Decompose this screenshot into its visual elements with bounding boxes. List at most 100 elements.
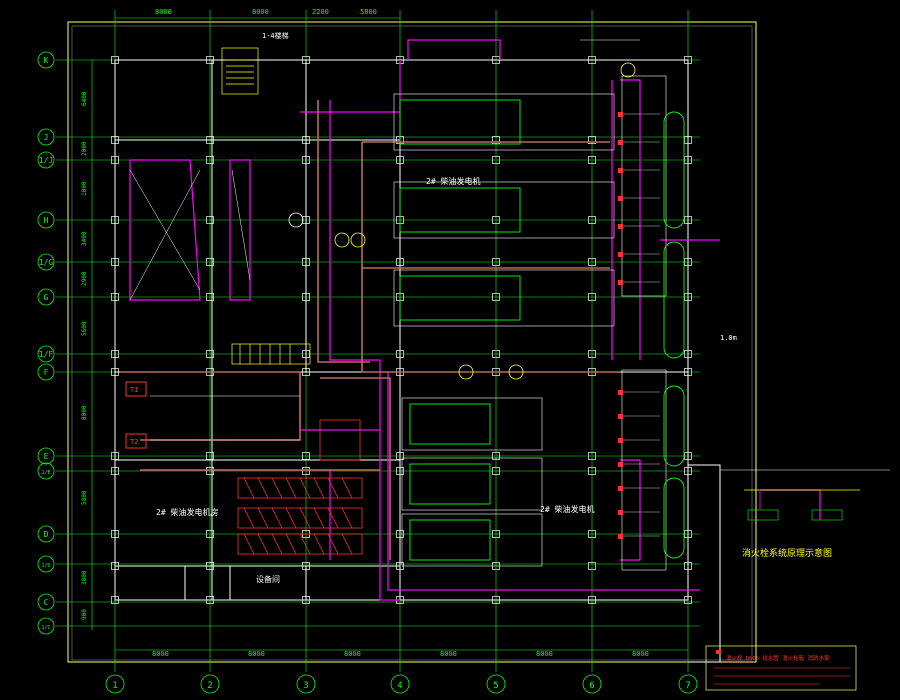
left-dimensions: 6400 2000 1800 3400 2900 5600 8000 5800 … (81, 91, 88, 620)
axis-label-row: F (44, 368, 49, 377)
axis-bubble-row (37, 525, 55, 543)
dim-bottom-1: 8000 (152, 650, 169, 658)
hydrant-marker (618, 390, 623, 395)
axis-label-col: 5 (493, 681, 498, 691)
axis-label-row: 1/E (41, 470, 50, 476)
dim-top-3: 2200 (312, 8, 329, 16)
axis-bubble-row (37, 593, 55, 611)
dim-left-3: 1800 (81, 181, 88, 196)
hydrant-marker (618, 534, 623, 539)
dim-left-2: 2000 (81, 141, 88, 156)
column-marker (302, 56, 310, 64)
dim-left-1: 6400 (81, 91, 88, 106)
column-marker (302, 350, 310, 358)
column-marker (492, 467, 500, 475)
column-marker (684, 452, 692, 460)
column-marker (396, 452, 404, 460)
hydrant-marker (618, 414, 623, 419)
system-diagram: 消火栓系统原理示意图 (720, 469, 890, 559)
stair-top (221, 47, 259, 95)
column-marker (684, 216, 692, 224)
column-marker (492, 293, 500, 301)
axis-label-row: G (44, 293, 49, 302)
hydrant-marker (618, 224, 623, 229)
stair-mid (231, 343, 311, 365)
axis-bubble-col (390, 674, 410, 694)
system-caption: 消火栓系统原理示意图 (742, 547, 832, 559)
column-marker (111, 216, 119, 224)
column-marker (111, 350, 119, 358)
column-marker (588, 452, 596, 460)
column-marker (588, 216, 596, 224)
axis-label-col: 6 (589, 681, 594, 691)
axis-label-row: 1/J (39, 156, 53, 165)
dim-left-8: 5800 (81, 490, 88, 505)
walls (114, 59, 721, 663)
column-marker (302, 467, 310, 475)
cable-trays (237, 419, 363, 555)
dim-left-7: 8000 (81, 405, 88, 420)
column-marker (684, 562, 692, 570)
column-marker (588, 136, 596, 144)
axis-bubble-col (296, 674, 316, 694)
room-labels: 2# 柴油发电机 2# 柴油发电机房 2# 柴油发电机 设备间 1.0m (156, 176, 737, 584)
column-marker (684, 368, 692, 376)
column-marker (396, 156, 404, 164)
equipment-frames (393, 75, 667, 571)
axis-label-col: 3 (303, 681, 308, 691)
column-marker (684, 596, 692, 604)
column-marker (111, 258, 119, 266)
column-marker (492, 530, 500, 538)
axis-label-row: H (44, 216, 49, 225)
column-marker (302, 452, 310, 460)
hydrant-marker (618, 196, 623, 201)
column-marker (588, 293, 596, 301)
axis-bubble-col (105, 674, 125, 694)
axis-label-col: 4 (397, 681, 402, 691)
sheet-inner-border (71, 25, 753, 661)
column-marker (684, 258, 692, 266)
column-marker (492, 156, 500, 164)
axis-label-row: J (44, 133, 49, 142)
column-marker (492, 136, 500, 144)
column-marker (302, 258, 310, 266)
stamp-label: 1.0m (720, 334, 737, 342)
axis-bubble-row (37, 447, 55, 465)
column-marker (684, 156, 692, 164)
axis-label-col: 1 (112, 681, 117, 691)
column-marker (302, 596, 310, 604)
column-marker (206, 562, 214, 570)
column-marker (684, 530, 692, 538)
column-marker (111, 368, 119, 376)
valves (334, 62, 636, 380)
column-marker (588, 562, 596, 570)
axis-label-row: 1/D (41, 563, 50, 569)
dim-left-4: 3400 (81, 231, 88, 246)
zone-lines (129, 39, 640, 301)
column-marker (206, 293, 214, 301)
dim-left-10: 900 (81, 609, 88, 620)
column-marker (302, 368, 310, 376)
generator-units (399, 99, 521, 561)
hydrant-marker (618, 486, 623, 491)
hydrant-marker (618, 252, 623, 257)
dim-top-1: 8000 (155, 8, 172, 16)
column-marker (111, 136, 119, 144)
column-marker (588, 596, 596, 604)
column-marker (588, 56, 596, 64)
dim-left-6: 5600 (81, 321, 88, 336)
hydrant-marker (618, 112, 623, 117)
section-t1: T1 (130, 386, 138, 394)
axis-label-row: C (44, 598, 49, 607)
dim-left-9: 3800 (81, 570, 88, 585)
axis-label-row: D (44, 530, 49, 539)
axis-bubble-col (200, 674, 220, 694)
column-marker (588, 258, 596, 266)
column-marker (206, 136, 214, 144)
dim-bottom-6: 8000 (632, 650, 649, 658)
legend-box: 消火栓 DN65 给水管 消火栓箱 消防水泵 (705, 645, 857, 691)
axis-bubble-row (37, 617, 55, 635)
dim-bottom-4: 8000 (440, 650, 457, 658)
column-marker (206, 530, 214, 538)
